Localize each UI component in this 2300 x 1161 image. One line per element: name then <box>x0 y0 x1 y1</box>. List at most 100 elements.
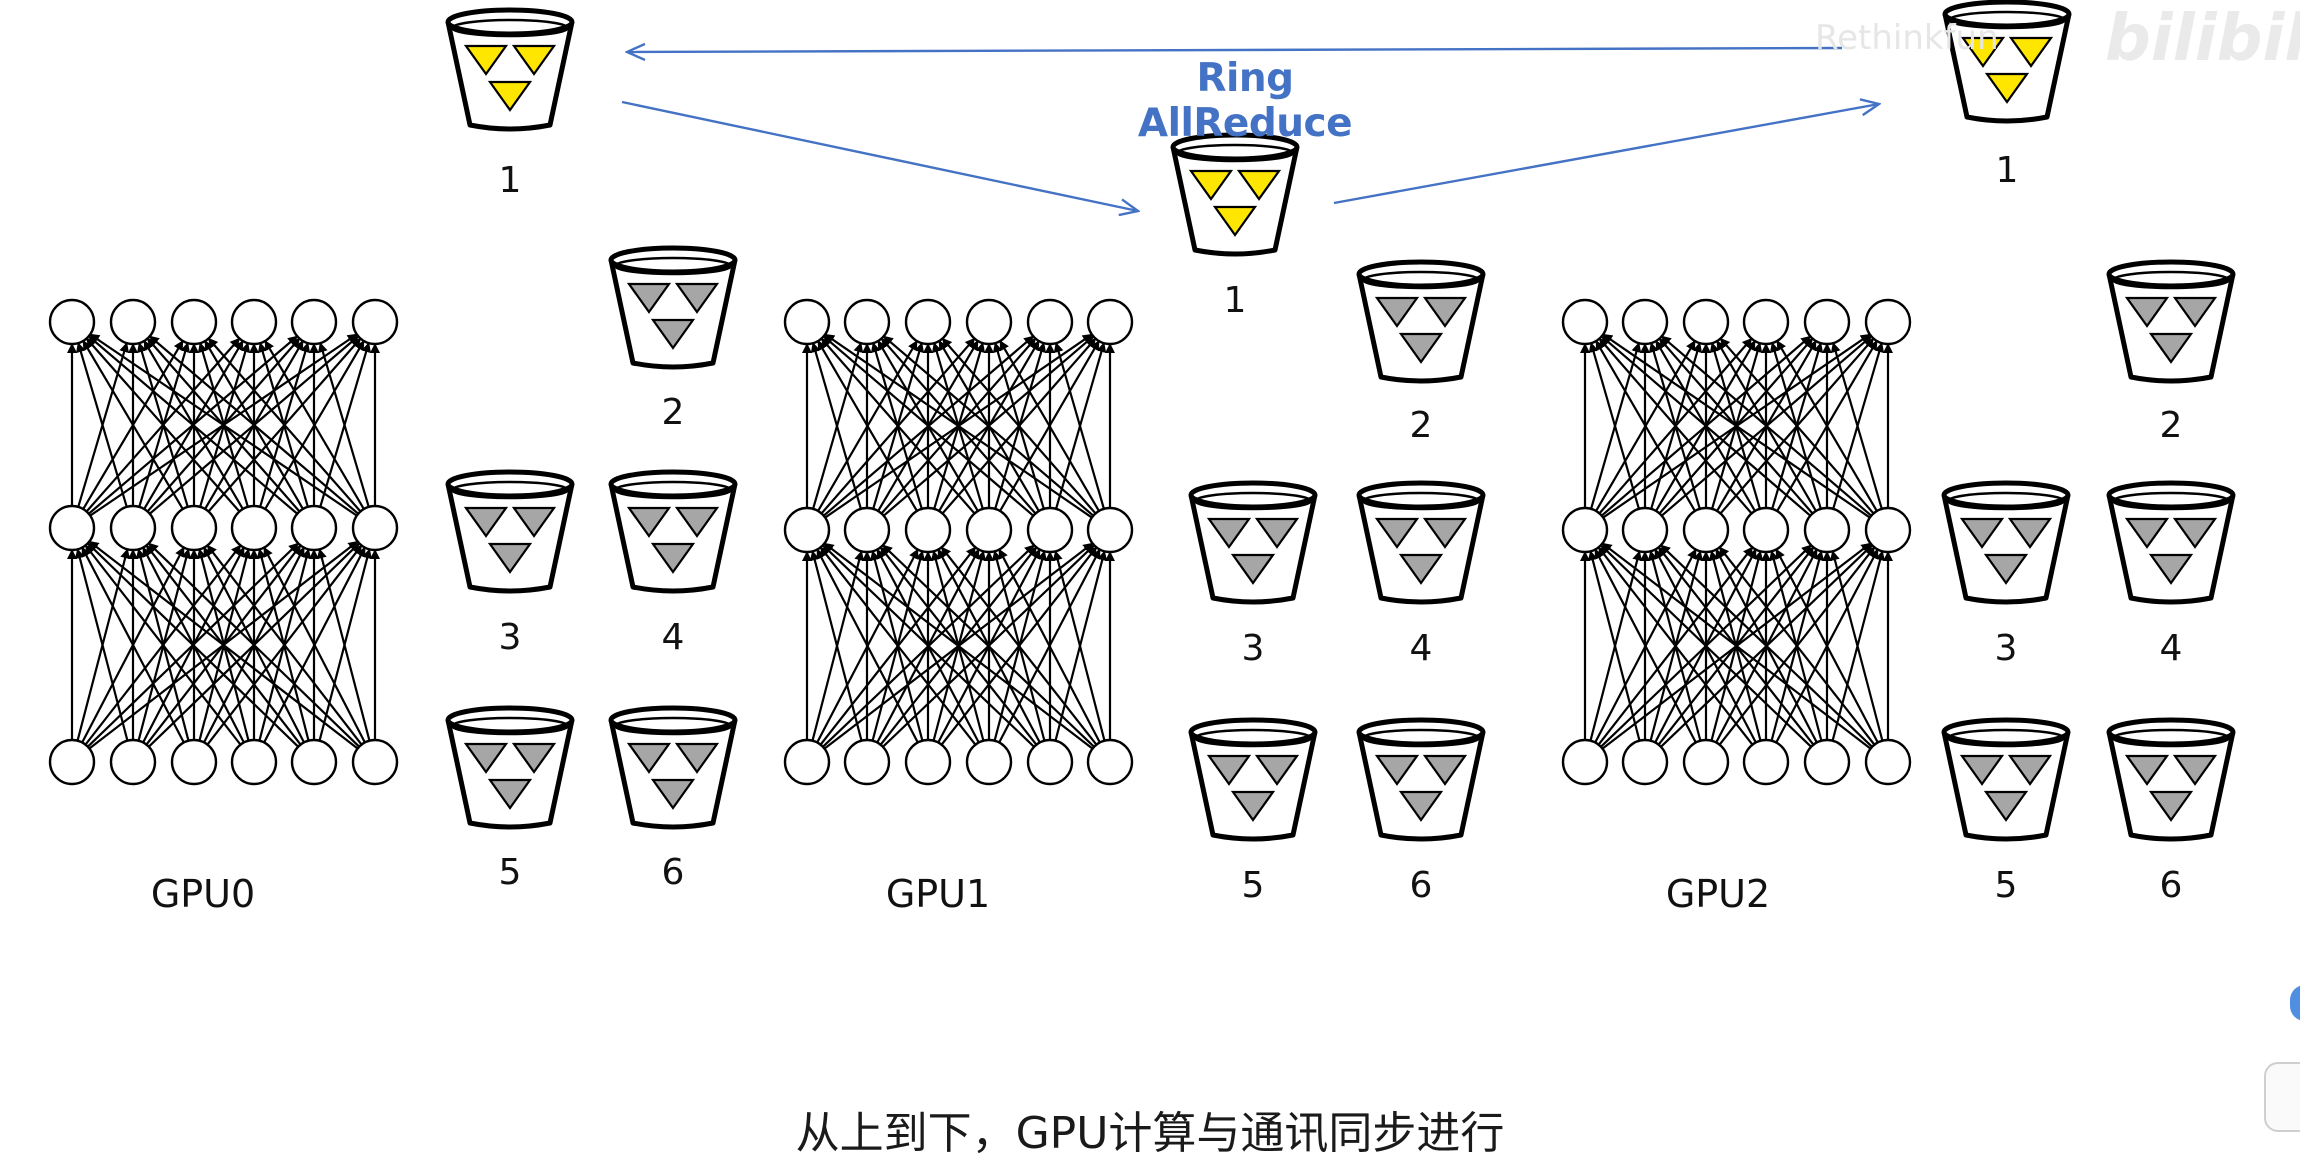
neuron-node <box>1561 506 1609 554</box>
network-edge <box>824 333 1093 519</box>
bucket-label: 1 <box>1223 280 1247 321</box>
network-edge <box>316 548 371 741</box>
neural-network <box>48 298 399 786</box>
network-edge <box>1052 550 1106 741</box>
network-edge <box>74 548 129 741</box>
network-edge <box>1598 337 1753 515</box>
neuron-node <box>1621 506 1669 554</box>
network-edge <box>820 337 976 515</box>
ring-arrow <box>621 100 1138 211</box>
neuron-node <box>1682 506 1730 554</box>
network-edge <box>89 333 358 517</box>
gradient-bucket-icon <box>1941 717 2071 842</box>
bucket-label: 4 <box>661 617 685 658</box>
neuron-node <box>904 738 952 786</box>
network-edge <box>823 542 1094 750</box>
neuron-node <box>783 298 831 346</box>
player-side-dot[interactable] <box>2290 985 2300 1021</box>
bilibili-logo: bilibili <box>2105 2 2300 76</box>
gradient-bucket-icon <box>1942 0 2072 124</box>
bucket-label: 1 <box>498 160 522 201</box>
network-edge <box>82 340 184 510</box>
network-edge <box>264 340 365 510</box>
gradient-bucket-icon <box>1188 480 1318 605</box>
neuron-node <box>1682 738 1730 786</box>
gradient-bucket-icon <box>445 469 575 594</box>
gpu-label: GPU1 <box>885 872 991 916</box>
networks <box>48 298 1912 786</box>
network-edge <box>207 337 362 513</box>
network-edge <box>1830 550 1884 742</box>
bucket-label: 3 <box>1994 628 2018 669</box>
bucket-label: 6 <box>1409 865 1433 906</box>
network-edge <box>941 337 1097 515</box>
bucket-label: 2 <box>2159 405 2183 446</box>
gradient-buckets <box>445 0 2236 842</box>
bucket-label: 2 <box>1409 405 1433 446</box>
network-edge <box>263 546 366 743</box>
player-side-button[interactable] <box>2264 1062 2300 1132</box>
neuron-node <box>170 738 218 786</box>
bucket-label: 4 <box>2159 628 2183 669</box>
neuron-node <box>904 298 952 346</box>
bucket-label: 3 <box>1241 628 1265 669</box>
bucket-label: 1 <box>1995 150 2019 191</box>
network-edge <box>822 544 1035 748</box>
gradient-bucket-icon <box>1356 259 1486 384</box>
neuron-node <box>783 506 831 554</box>
neuron-node <box>843 298 891 346</box>
neuron-node <box>965 506 1013 554</box>
gpu-label: GPU2 <box>1665 872 1771 916</box>
gradient-bucket-icon <box>1941 480 2071 605</box>
network-edge <box>148 335 359 515</box>
network-edge <box>88 540 359 750</box>
neuron-node <box>1742 738 1790 786</box>
neuron-node <box>109 738 157 786</box>
gradient-bucket-icon <box>608 245 738 370</box>
network-edge <box>1053 342 1105 510</box>
network-edge <box>1719 337 1875 515</box>
network-edge <box>87 335 298 515</box>
neuron-node <box>48 504 96 552</box>
network-edge <box>998 548 1101 744</box>
neuron-node <box>290 738 338 786</box>
network-edge <box>809 550 863 741</box>
network-edge <box>1775 548 1879 744</box>
gpu-label: GPU0 <box>150 872 256 916</box>
neuron-node <box>230 738 278 786</box>
network-edge <box>1830 342 1883 510</box>
network-edge <box>1660 544 1873 748</box>
neuron-node <box>1026 298 1074 346</box>
neuron-node <box>230 298 278 346</box>
network-edge <box>87 542 299 748</box>
ring-arrow <box>1333 104 1879 205</box>
neuron-node <box>843 738 891 786</box>
neuron-node <box>48 738 96 786</box>
neuron-node <box>1086 298 1134 346</box>
neuron-node <box>230 504 278 552</box>
network-edge <box>76 342 128 508</box>
network-edge <box>1776 340 1878 512</box>
network-edge <box>999 340 1100 512</box>
network-edge <box>940 546 1098 746</box>
gradient-bucket-icon <box>2106 480 2236 605</box>
network-edge <box>85 337 241 513</box>
gradient-bucket-icon <box>445 7 575 132</box>
neuron-node <box>109 298 157 346</box>
neuron-node <box>904 506 952 554</box>
network-edge <box>816 548 919 744</box>
network-edge <box>1594 548 1697 744</box>
neuron-node <box>1864 738 1912 786</box>
bucket-label: 3 <box>498 617 522 658</box>
gradient-bucket-icon <box>2106 717 2236 842</box>
network-edge <box>318 342 370 508</box>
watermark-text: Rethinkfun <box>1815 18 1999 58</box>
bucket-label: 5 <box>1994 865 2018 906</box>
bucket-label: 6 <box>2159 865 2183 906</box>
gradient-bucket-icon <box>1356 717 1486 842</box>
neuron-node <box>351 504 399 552</box>
network-edge <box>84 544 242 746</box>
network-edge <box>882 544 1095 748</box>
network-edge <box>1595 340 1696 512</box>
neuron-node <box>1742 298 1790 346</box>
